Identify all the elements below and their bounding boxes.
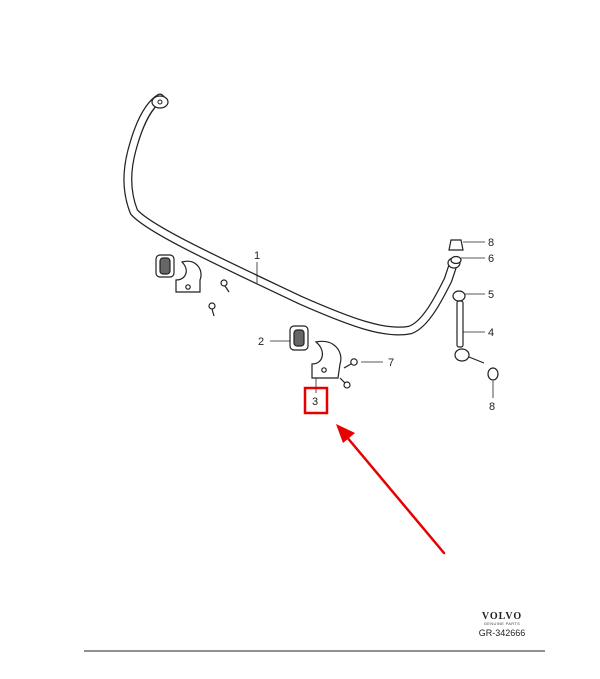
callout-5: 5 bbox=[488, 289, 494, 301]
callout-8-bottom: 8 bbox=[489, 401, 495, 413]
center-bushing-assembly bbox=[289, 325, 358, 389]
reference-code: GR-342666 bbox=[478, 628, 526, 638]
callout-6: 6 bbox=[488, 253, 494, 265]
callout-8-top: 8 bbox=[488, 237, 494, 249]
callout-3: 3 bbox=[312, 396, 318, 408]
left-bushing-assembly bbox=[155, 254, 230, 317]
callouts: 1 2 3 7 8 6 5 4 8 bbox=[254, 237, 495, 413]
drop-link-assembly bbox=[448, 239, 499, 381]
callout-7: 7 bbox=[388, 357, 394, 369]
highlight-box bbox=[303, 386, 329, 415]
brand-subtitle: GENUINE PARTS bbox=[483, 621, 521, 626]
callout-1: 1 bbox=[254, 250, 260, 262]
pointer-arrow bbox=[336, 424, 446, 555]
brand-logo-text: VOLVO bbox=[481, 611, 523, 622]
callout-2: 2 bbox=[258, 336, 264, 348]
callout-4: 4 bbox=[488, 327, 494, 339]
stabilizer-bar bbox=[123, 93, 461, 336]
leader-lines bbox=[256, 241, 494, 398]
